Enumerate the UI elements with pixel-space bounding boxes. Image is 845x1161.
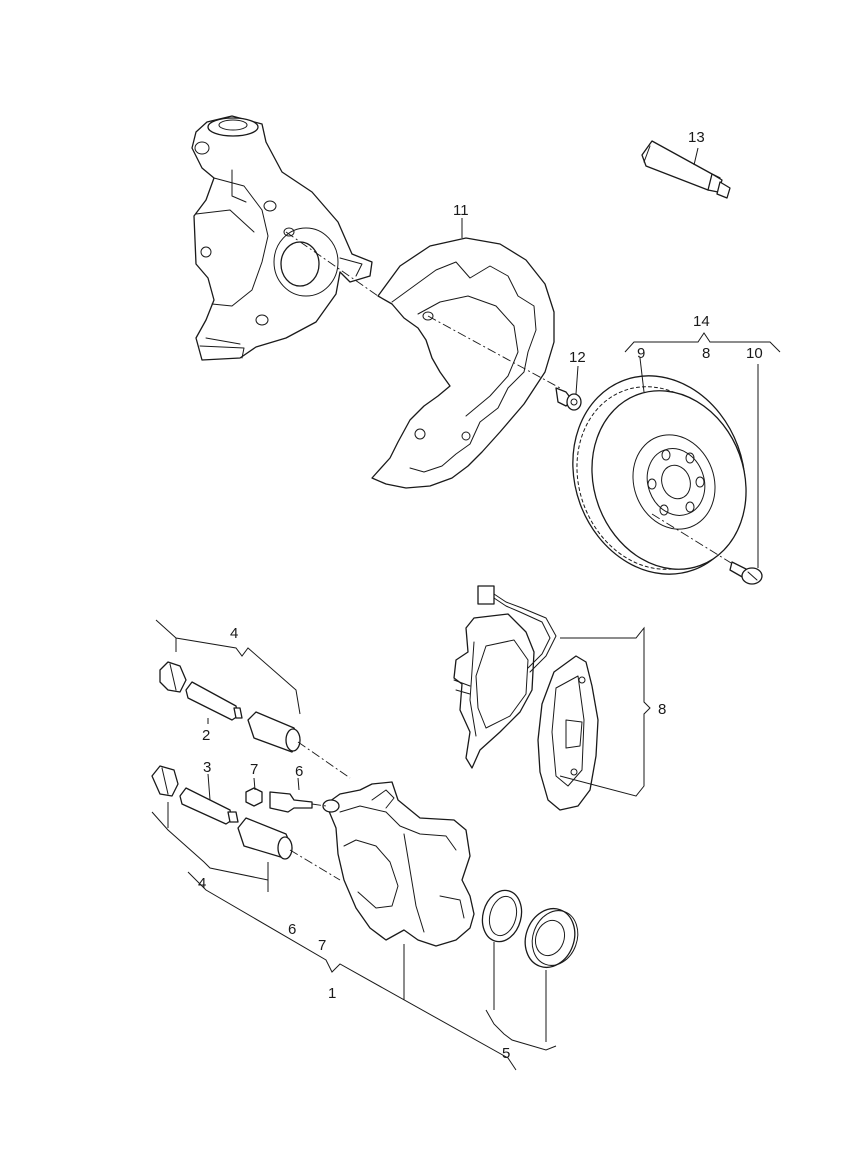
callout-4-bottom: 4 (198, 875, 206, 892)
callout-14: 14 (693, 313, 710, 330)
guide-pin-icon (179, 787, 239, 825)
piston-seal-icon (481, 889, 523, 943)
callout-6-top: 6 (295, 763, 303, 780)
guide-sleeve-icon (247, 711, 301, 753)
disc-screw-icon (729, 561, 763, 585)
guide-sleeve-icon (237, 817, 293, 860)
brake-pad-icon (537, 655, 599, 811)
callout-10: 10 (746, 345, 763, 362)
steering-knuckle-icon (191, 115, 373, 361)
guide-bushing-icon (151, 765, 179, 797)
callout-7-bottom: 7 (318, 937, 326, 954)
callout-2: 2 (202, 727, 210, 744)
leader-lines (151, 147, 781, 1071)
callout-8-top: 8 (702, 345, 710, 362)
callout-6-bottom: 6 (288, 921, 296, 938)
callout-9: 9 (637, 345, 645, 362)
callout-labels: 13 11 14 9 8 10 12 4 8 2 3 7 6 4 6 7 1 5 (198, 129, 763, 1062)
callout-13: 13 (688, 129, 705, 146)
shield-bolt-icon (555, 387, 582, 411)
callout-7-top: 7 (250, 761, 258, 778)
bleeder-cap-icon (245, 787, 263, 807)
piston-icon (524, 907, 579, 969)
guide-pin-icon (185, 681, 243, 721)
brake-pad-icon (453, 613, 535, 769)
brake-disc-icon (572, 375, 747, 575)
wear-sensor-icon (477, 585, 557, 673)
guide-bushing-icon (159, 661, 187, 693)
callout-8-right: 8 (658, 701, 666, 718)
callout-5: 5 (502, 1045, 510, 1062)
callout-3: 3 (203, 759, 211, 776)
splash-shield-icon (371, 237, 555, 489)
bleeder-screw-icon (269, 791, 313, 813)
brake-caliper-icon (322, 781, 475, 947)
callout-4-top: 4 (230, 625, 238, 642)
callout-12: 12 (569, 349, 586, 366)
grease-tube-icon (641, 140, 731, 199)
callout-1: 1 (328, 985, 336, 1002)
callout-11: 11 (453, 202, 469, 219)
